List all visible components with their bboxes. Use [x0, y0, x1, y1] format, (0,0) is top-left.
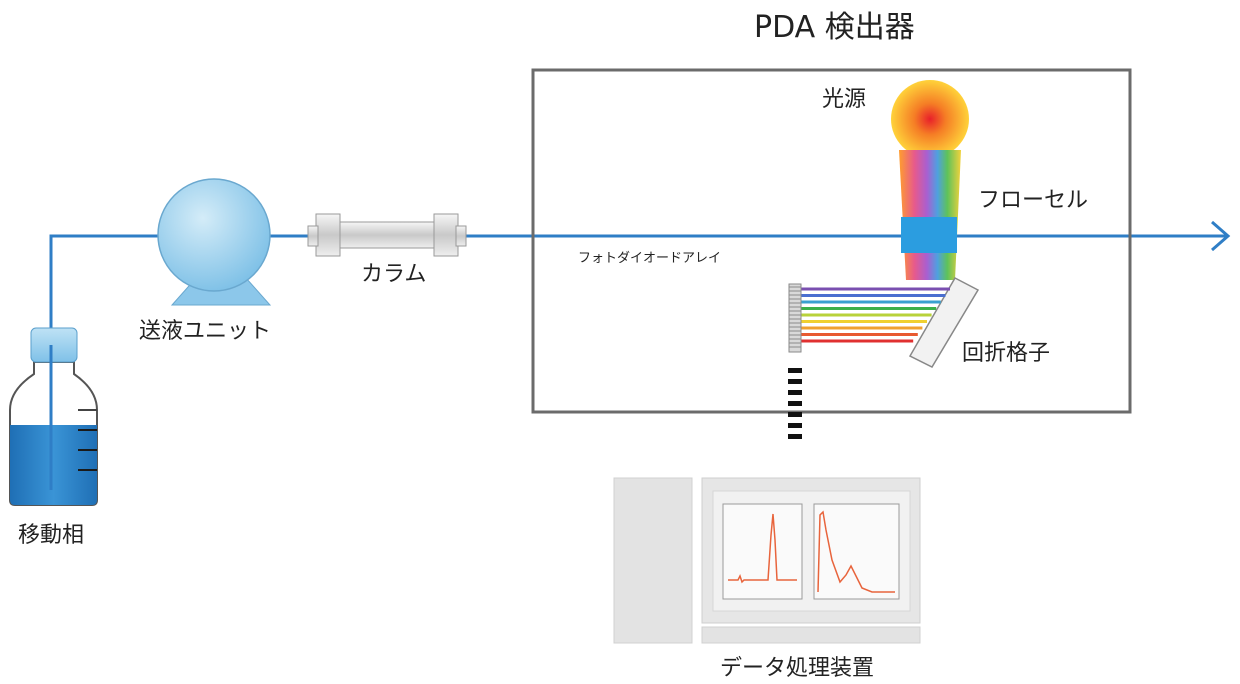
- spectrum-lines: [801, 287, 950, 343]
- photodiode-array-label: フォトダイオードアレイ: [578, 251, 721, 266]
- detector-frame: [531, 68, 1132, 414]
- photodiode-array-icon: [788, 283, 802, 353]
- bottle-icon: [9, 327, 98, 506]
- flow-cell-label: フローセル: [978, 188, 1088, 213]
- signal-dash: [788, 434, 802, 439]
- light-beam: [899, 150, 961, 280]
- signal-dash: [788, 390, 802, 395]
- signal-dash: [788, 412, 802, 417]
- signal-dash: [788, 423, 802, 428]
- pump-icon: [157, 178, 272, 306]
- mobile-phase-label: 移動相: [18, 523, 84, 548]
- grating-label: 回折格子: [962, 341, 1050, 366]
- light-source-icon: [891, 80, 969, 158]
- detector-title: PDA 検出器: [754, 10, 915, 45]
- signal-cable: [788, 368, 802, 439]
- photodiode-array-ticks: [789, 286, 801, 348]
- column-icon: [307, 213, 467, 257]
- signal-dash: [788, 379, 802, 384]
- flow-cell-icon: [901, 217, 957, 253]
- computer-icon: [613, 477, 921, 644]
- light-source-label: 光源: [822, 87, 866, 112]
- data-system-label: データ処理装置: [720, 656, 874, 681]
- pump-label: 送液ユニット: [139, 319, 271, 344]
- column-label: カラム: [361, 262, 426, 287]
- flow-line: [49, 234, 1226, 345]
- signal-dash: [788, 368, 802, 373]
- arrow-right-icon: [1211, 220, 1231, 252]
- signal-dash: [788, 401, 802, 406]
- diffraction-grating-icon: [908, 277, 980, 368]
